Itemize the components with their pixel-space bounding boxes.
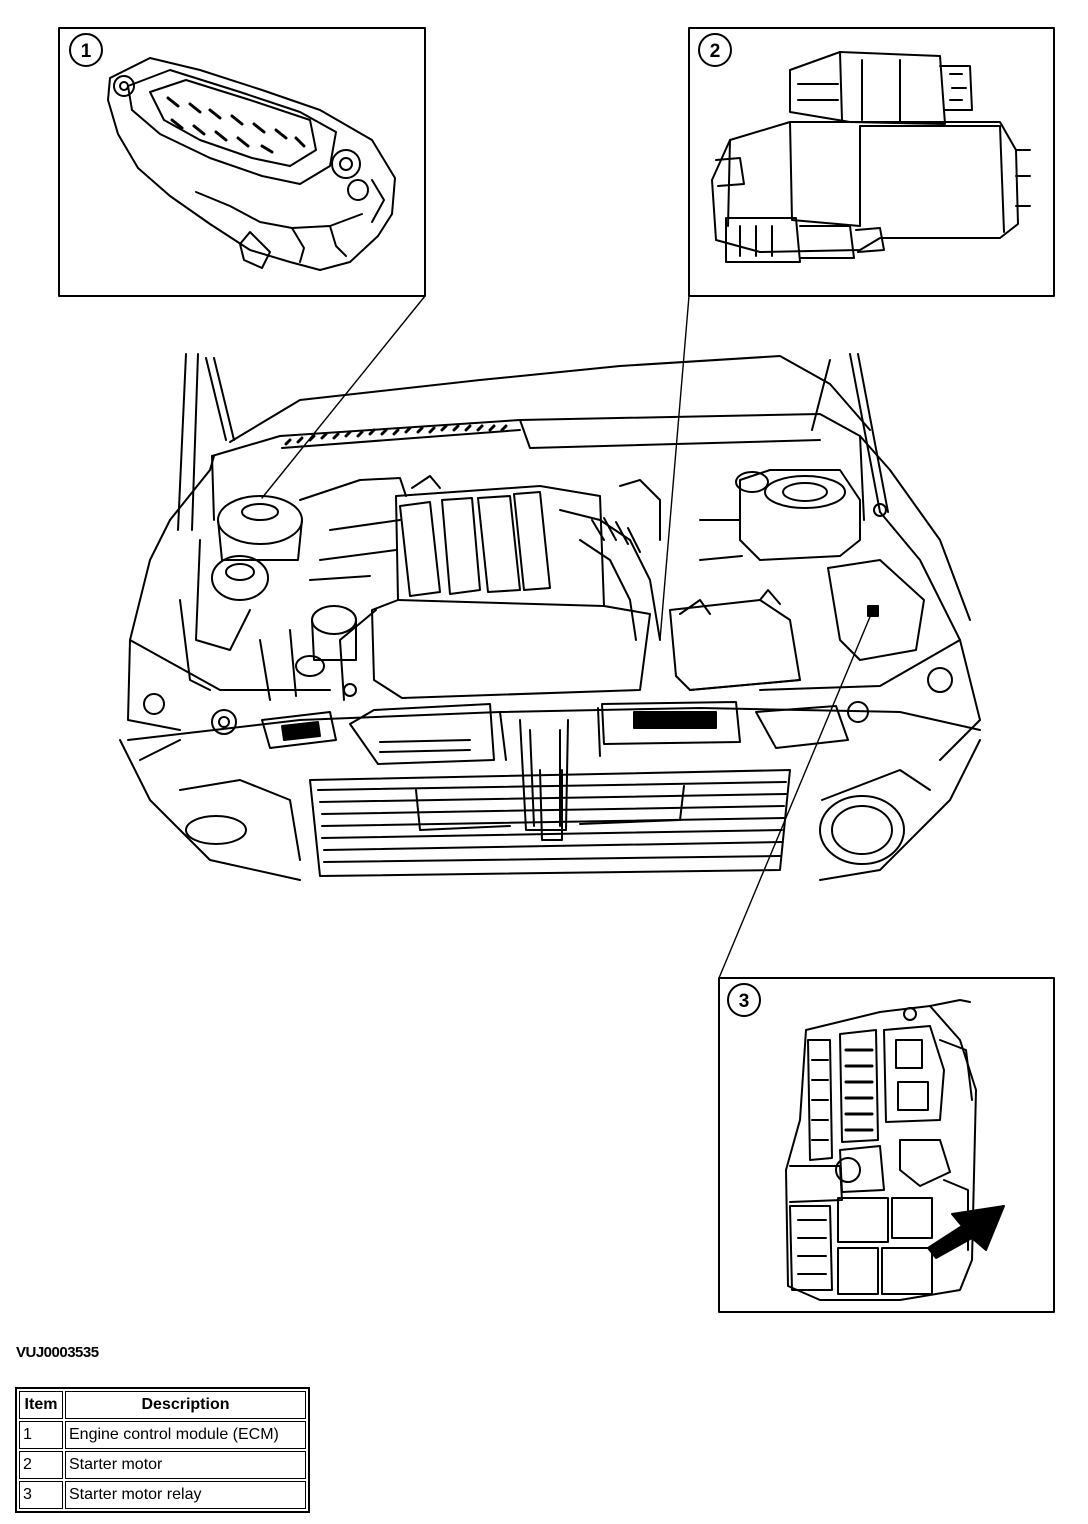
legend-item-description: Engine control module (ECM) — [65, 1421, 306, 1449]
detail-box-ecm: 1 — [58, 27, 426, 297]
table-row: 2 Starter motor — [19, 1451, 306, 1479]
legend-item-description: Starter motor — [65, 1451, 306, 1479]
legend-item-description: Starter motor relay — [65, 1481, 306, 1509]
ecm-drawing — [107, 57, 396, 271]
detail-box-starter-motor: 2 — [688, 27, 1055, 297]
engine-bay-main-view — [119, 353, 981, 881]
legend-header-description: Description — [65, 1391, 306, 1419]
table-row: 1 Engine control module (ECM) — [19, 1421, 306, 1449]
figure-id: VUJ0003535 — [16, 1344, 99, 1361]
legend-item-number: 3 — [19, 1481, 63, 1509]
starter-motor-drawing — [711, 51, 1031, 263]
legend-item-number: 1 — [19, 1421, 63, 1449]
legend-table: Item Description 1 Engine control module… — [15, 1387, 310, 1513]
callout-number-1: 1 — [81, 41, 92, 62]
table-row: 3 Starter motor relay — [19, 1481, 306, 1509]
fuse-box-drawing — [785, 999, 977, 1301]
arrow-indicator-icon — [927, 1205, 1005, 1259]
legend-item-number: 2 — [19, 1451, 63, 1479]
detail-box-starter-relay: 3 — [718, 977, 1055, 1313]
legend-header-row: Item Description — [19, 1391, 306, 1419]
callout-number-2: 2 — [710, 41, 721, 62]
legend-header-item: Item — [19, 1391, 63, 1419]
leader-lines — [261, 295, 873, 979]
callout-number-3: 3 — [739, 991, 750, 1012]
